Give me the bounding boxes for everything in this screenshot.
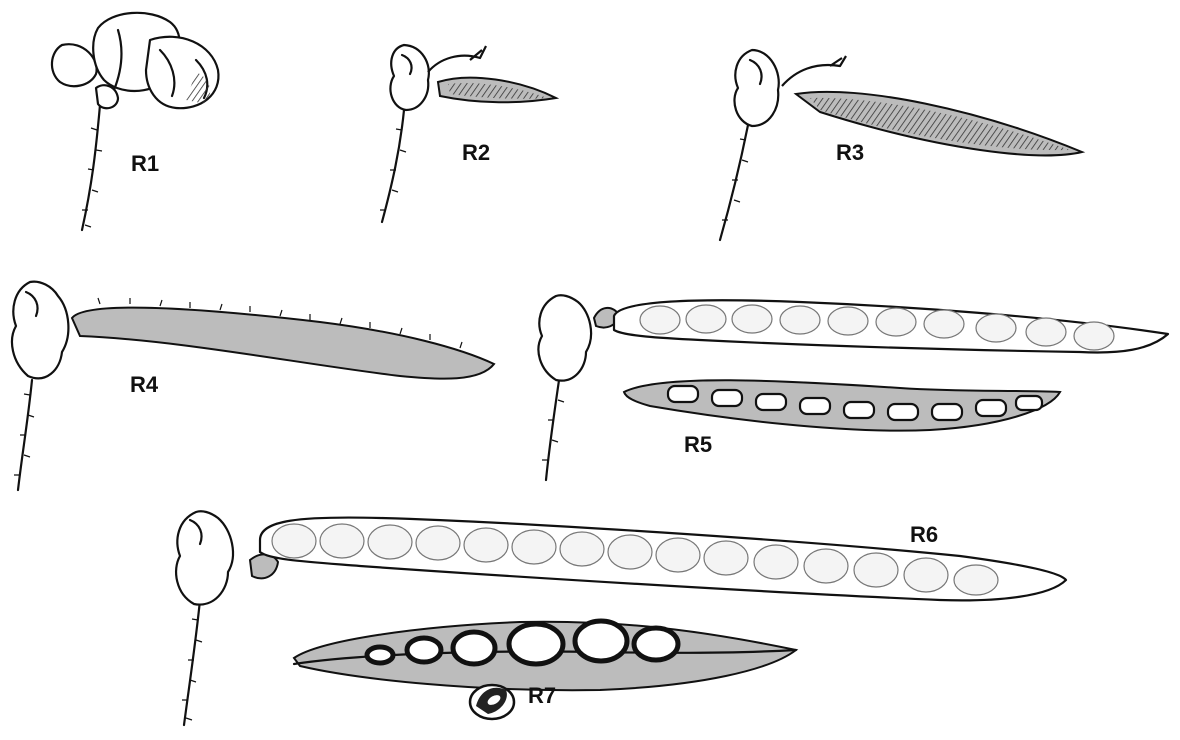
r1-petal-left	[52, 44, 97, 86]
r7-single-seed	[470, 685, 514, 719]
r3-calyx	[782, 56, 846, 86]
stage-r5-pod	[538, 295, 1168, 480]
stage-r1-flower	[52, 13, 219, 230]
label-r7: R7	[528, 683, 556, 708]
stage-r3-flower-pod	[720, 50, 1082, 240]
label-r6: R6	[910, 522, 938, 547]
r6-flower	[176, 511, 233, 604]
r2-stem	[382, 110, 404, 222]
r4-flower	[12, 282, 68, 379]
label-r2: R2	[462, 140, 490, 165]
r4-pod	[72, 308, 494, 379]
r1-stem	[82, 105, 100, 230]
label-r5: R5	[684, 432, 712, 457]
r3-flower	[734, 50, 778, 126]
label-r1: R1	[131, 151, 159, 176]
r2-flower	[390, 45, 428, 110]
label-r3: R3	[836, 140, 864, 165]
stage-r2-flower-pod	[380, 45, 556, 222]
r5-flower	[538, 295, 591, 380]
stage-r4-pod	[12, 282, 494, 490]
r6-stem	[184, 600, 200, 725]
label-r4: R4	[130, 372, 159, 397]
r3-stem	[720, 125, 748, 240]
r2-calyx	[428, 46, 486, 72]
r1-calyx	[96, 85, 118, 108]
